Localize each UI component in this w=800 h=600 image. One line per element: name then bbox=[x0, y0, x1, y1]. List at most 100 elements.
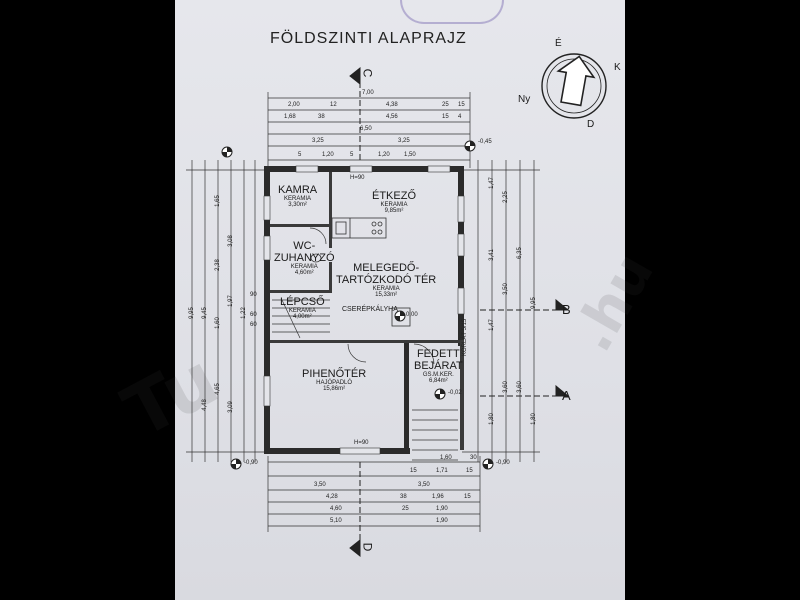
dim-right: 3,50 bbox=[502, 283, 509, 295]
dim-top: 6,50 bbox=[360, 126, 372, 132]
label-korlat: KORLÁT 5/15 bbox=[462, 318, 468, 356]
label-level-0: 0,00 bbox=[406, 312, 418, 318]
room-name: MELEGEDŐ- bbox=[353, 262, 420, 274]
dim-top: 1,50 bbox=[404, 152, 416, 158]
room-material: KERAMIA bbox=[372, 286, 400, 292]
room-area: 6,84m² bbox=[429, 378, 448, 384]
dim-bottom: 15 bbox=[464, 494, 471, 500]
dim-bottom: 15 bbox=[410, 468, 417, 474]
dim-top: 1,68 bbox=[284, 114, 296, 120]
section-c-label: C bbox=[360, 68, 375, 78]
room-area: 15,86m² bbox=[323, 386, 346, 392]
dim-top: 7,00 bbox=[362, 90, 374, 96]
dim-bottom: 1,90 bbox=[436, 518, 448, 524]
door-swings bbox=[309, 227, 435, 365]
entrance-steps bbox=[412, 409, 458, 461]
compass-north: É bbox=[555, 38, 562, 49]
room-etkezo: ÉTKEZŐ KERAMIA 9,85m² bbox=[372, 190, 416, 214]
dim-bottom: 4,28 bbox=[326, 494, 338, 500]
room-name-2: BEJÁRAT bbox=[414, 360, 463, 372]
dim-bottom: 5,10 bbox=[330, 518, 342, 524]
label-h90-top: H=90 bbox=[350, 175, 365, 181]
toilet-icon bbox=[310, 253, 322, 263]
room-name: LÉPCSŐ bbox=[280, 296, 325, 308]
dim-top: 4 bbox=[458, 114, 462, 120]
dim-top: 5 bbox=[350, 152, 354, 158]
section-b-label: B bbox=[562, 302, 571, 317]
dim-right: 3,60 bbox=[516, 381, 523, 393]
dim-top: 4,56 bbox=[386, 114, 398, 120]
dim-bottom: 3,50 bbox=[314, 482, 326, 488]
room-area: 4,00m² bbox=[292, 314, 312, 320]
dim-top: 1,20 bbox=[378, 152, 390, 158]
room-name: FEDETT bbox=[416, 348, 460, 360]
compass-east: K bbox=[614, 62, 621, 73]
dim-top: 2,00 bbox=[288, 102, 300, 108]
dim-bottom: 25 bbox=[402, 506, 409, 512]
room-name: KAMRA bbox=[278, 184, 318, 196]
level-markers bbox=[221, 140, 494, 470]
dim-left: 2,38 bbox=[214, 259, 221, 271]
section-d-label: D bbox=[360, 542, 375, 552]
label-level-m090-left: -0,90 bbox=[244, 460, 258, 466]
section-a-label: A bbox=[562, 388, 571, 403]
label-level-m045: -0,45 bbox=[478, 139, 492, 145]
room-lepcso: LÉPCSŐ KERAMIA 4,00m² bbox=[280, 296, 325, 320]
stairs bbox=[272, 299, 330, 339]
room-name-2: ZUHANYZÓ bbox=[274, 252, 335, 264]
room-pihenoter: PIHENŐTÉR HAJÓPADLÓ 15,86m² bbox=[302, 368, 366, 392]
label-level-m090-right: -0,90 bbox=[496, 460, 510, 466]
dim-bottom: 38 bbox=[400, 494, 407, 500]
dim-top: 3,25 bbox=[398, 138, 410, 144]
dim-top: 4,38 bbox=[386, 102, 398, 108]
bottom-dimension-lines bbox=[267, 456, 481, 532]
room-wc: WC- ZUHANYZÓ KERAMIA 4,60m² bbox=[274, 240, 335, 276]
dim-top: 38 bbox=[318, 114, 325, 120]
label-h90-bottom: H=90 bbox=[354, 440, 369, 446]
dim-right: 2,25 bbox=[502, 191, 509, 203]
compass-south: D bbox=[587, 119, 595, 130]
stove-icon bbox=[391, 307, 411, 327]
dim-top: 15 bbox=[458, 102, 465, 108]
dim-top: 15 bbox=[442, 114, 449, 120]
dim-left: 1,60 bbox=[214, 317, 221, 329]
section-markers bbox=[349, 66, 570, 558]
room-material: KERAMIA bbox=[284, 196, 312, 202]
right-dimension-lines bbox=[462, 160, 540, 462]
dim-bottom: 3,50 bbox=[418, 482, 430, 488]
room-cserepkalyha: CSERÉPKÁLYHA bbox=[342, 306, 398, 313]
compass-west: Ny bbox=[518, 94, 531, 105]
dim-top: 1,20 bbox=[322, 152, 334, 158]
label-level-m002: -0,02 bbox=[448, 390, 462, 396]
left-dimension-lines bbox=[186, 160, 268, 462]
room-area: 9,85m² bbox=[384, 208, 404, 214]
dim-bottom: 30 bbox=[470, 455, 477, 461]
dim-left: 60 bbox=[250, 312, 257, 318]
dim-bottom: 1,60 bbox=[440, 455, 452, 461]
kitchen-counter bbox=[331, 217, 387, 239]
dim-left: 90 bbox=[250, 292, 257, 298]
dim-right: 1,80 bbox=[488, 413, 495, 425]
windows bbox=[263, 165, 465, 455]
dim-right: 9,95 bbox=[530, 297, 537, 309]
top-dimension-lines bbox=[267, 92, 471, 168]
room-material: HAJÓPADLÓ bbox=[316, 380, 353, 386]
dim-top: 25 bbox=[442, 102, 449, 108]
room-melegedo: MELEGEDŐ- TARTÓZKODÓ TÉR KERAMIA 15,33m² bbox=[336, 262, 436, 298]
dim-right: 1,47 bbox=[488, 177, 495, 189]
dim-bottom: 4,60 bbox=[330, 506, 342, 512]
dim-left: 1,22 bbox=[240, 307, 247, 319]
compass-icon bbox=[541, 53, 607, 119]
drawing-sheet bbox=[175, 0, 625, 600]
room-material: KERAMIA bbox=[288, 308, 316, 314]
dim-right: 3,41 bbox=[488, 249, 495, 261]
dim-left: 60 bbox=[250, 322, 257, 328]
dim-left: 1,65 bbox=[214, 195, 221, 207]
room-name: ÉTKEZŐ bbox=[372, 190, 417, 202]
dim-bottom: 15 bbox=[466, 468, 473, 474]
dim-right: 6,35 bbox=[516, 247, 523, 259]
dim-left: 3,08 bbox=[227, 235, 234, 247]
dim-left: 9,45 bbox=[201, 307, 208, 319]
dim-top: 12 bbox=[330, 102, 337, 108]
